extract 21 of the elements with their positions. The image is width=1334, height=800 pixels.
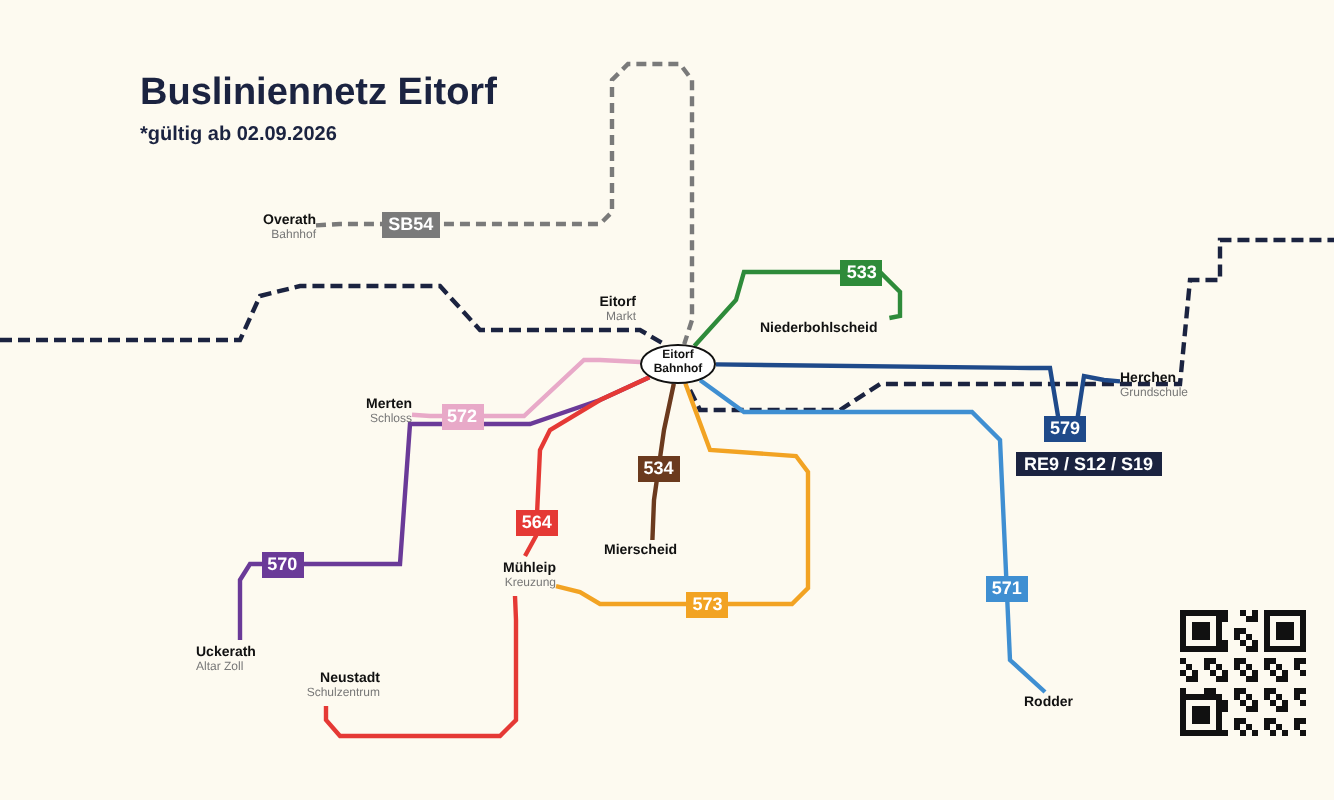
bus-route-line [698, 378, 1047, 694]
bus-route-line [411, 357, 641, 419]
line-number-badge: 573 [686, 591, 729, 617]
bus-route-line [650, 383, 676, 541]
line-number-badge: 579 [1044, 415, 1087, 441]
validity-note: *gültig ab 02.09.2026 [140, 124, 337, 146]
line-number-badge: 534 [637, 456, 680, 483]
bus-route-line [555, 382, 811, 607]
bus-route-line [523, 375, 651, 558]
bus-route-line [692, 269, 903, 348]
title: Busliniennetz Eitorf [140, 72, 497, 116]
line-number-badge: 533 [840, 259, 883, 285]
line-number-badge: 570 [261, 551, 304, 577]
line-number-badge: 564 [515, 509, 558, 536]
line-number-badge: 572 [441, 403, 484, 429]
rail-lines-badge: RE9 / S12 / S19 [1016, 452, 1162, 476]
line-number-badge: 571 [985, 576, 1028, 603]
hub-station-oval [640, 344, 716, 384]
line-number-badge: SB54 [382, 211, 440, 237]
bus-route-line [315, 61, 695, 345]
bus-route-line [323, 595, 519, 739]
